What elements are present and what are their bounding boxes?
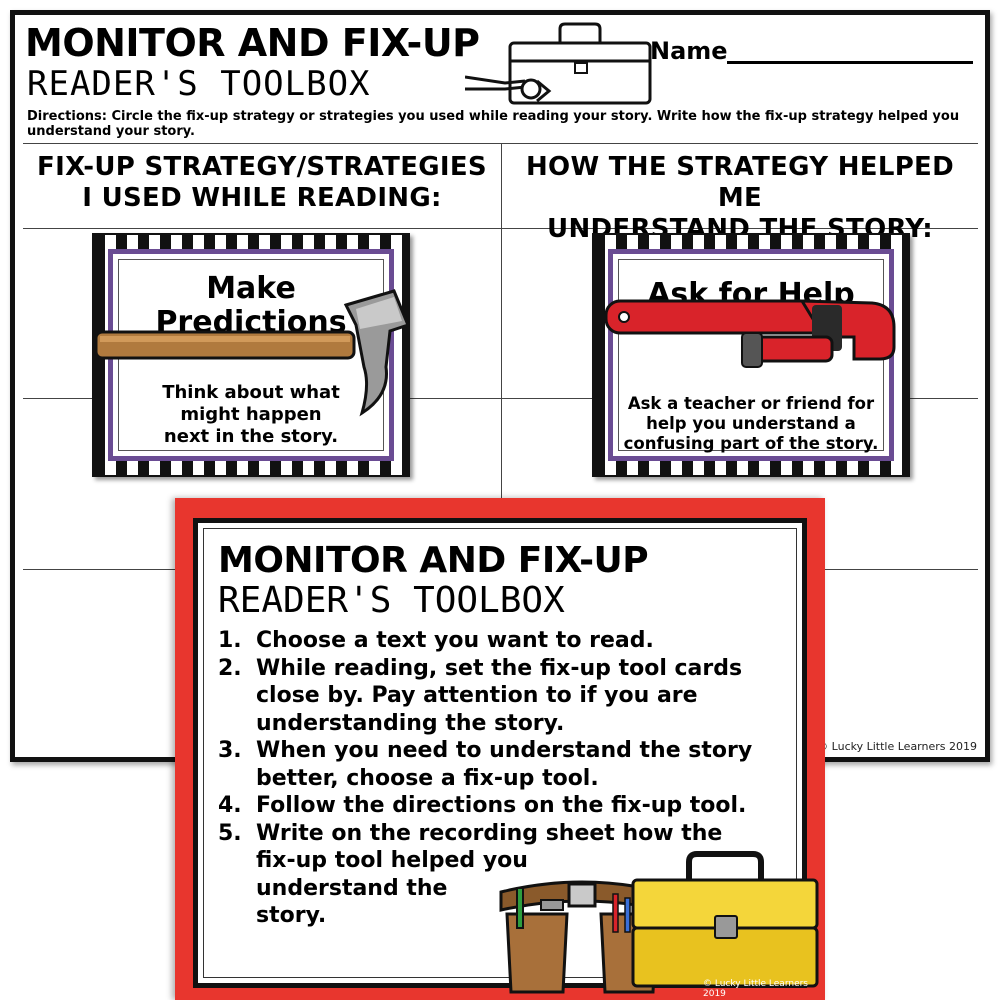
instructions-poster: MONITOR AND FIX-UP READER'S TOOLBOX 1. C… [175, 498, 825, 1000]
poster-copyright: © Lucky Little Learners 2019 [703, 979, 808, 999]
card-ask-for-help[interactable]: Ask for Help Ask a teacher or friend for… [592, 233, 910, 477]
sheet-copyright: © Lucky Little Learners 2019 [817, 740, 977, 753]
card-description: Think about what might happen next in th… [162, 382, 340, 447]
poster-title: MONITOR AND FIX-UP [218, 540, 649, 581]
list-item: 5. Write on the recording sheet how the … [218, 820, 723, 929]
table-row-line [23, 398, 978, 399]
list-item: 1. Choose a text you want to read. [218, 628, 654, 653]
table-row-line [23, 228, 978, 229]
list-item: 3. When you need to understand the story… [218, 738, 753, 791]
pipe-wrench-icon [604, 299, 896, 368]
sheet-subtitle: READER'S TOOLBOX [27, 64, 371, 104]
name-write-line[interactable] [727, 61, 973, 64]
toolbox-outline-icon [465, 22, 652, 105]
card-make-predictions[interactable]: Make Predictions Think about what might … [92, 233, 410, 477]
recording-table: FIX-UP STRATEGY/STRATEGIES I USED WHILE … [23, 143, 978, 738]
yellow-toolbox-icon [631, 851, 819, 988]
name-label: Name [650, 37, 728, 65]
column-header-strategy: FIX-UP STRATEGY/STRATEGIES I USED WHILE … [37, 152, 487, 213]
sheet-title: MONITOR AND FIX-UP [25, 21, 480, 65]
steps-list: 1. Choose a text you want to read. 2. Wh… [218, 627, 798, 930]
list-item: 2. While reading, set the fix-up tool ca… [218, 655, 743, 736]
card-description: Ask a teacher or friend for help you und… [623, 394, 879, 453]
list-item: 4. Follow the directions on the fix-up t… [218, 793, 747, 818]
poster-subtitle: READER'S TOOLBOX [218, 580, 565, 621]
table-divider [501, 144, 502, 738]
column-header-how-helped: HOW THE STRATEGY HELPED ME UNDERSTAND TH… [525, 152, 955, 244]
hammer-icon [94, 289, 410, 417]
directions-text: Directions: Circle the fix-up strategy o… [27, 109, 960, 139]
